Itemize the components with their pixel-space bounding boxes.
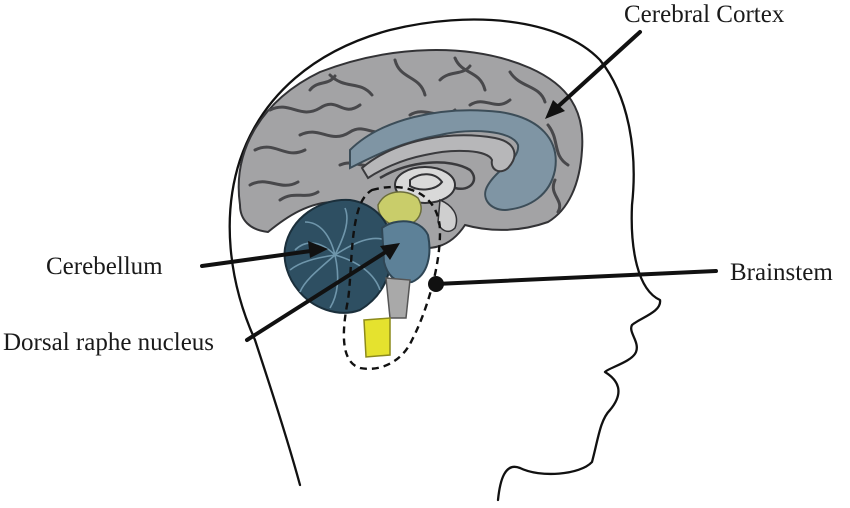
thalamus-detail	[409, 173, 444, 191]
head-outline	[228, 18, 662, 502]
pons-region	[385, 277, 411, 319]
dorsal-raphe-leader-line	[245, 246, 394, 342]
yellow-midline-structure	[377, 191, 422, 227]
label-dorsal-raphe-nucleus: Dorsal raphe nucleus	[3, 329, 214, 356]
medulla-region	[363, 317, 391, 358]
corpus-callosum	[360, 134, 516, 180]
dorsal-raphe-arrowhead	[380, 243, 400, 260]
leader-lines	[200, 30, 718, 342]
brainstem-pointer-dot	[428, 276, 444, 292]
label-brainstem: Brainstem	[730, 259, 833, 286]
cingulate-region	[349, 109, 557, 212]
label-cerebral-cortex: Cerebral Cortex	[624, 1, 785, 28]
cerebellum-leader-line	[200, 248, 320, 268]
midbrain-region	[380, 220, 431, 284]
cerebellum-arrowhead	[308, 241, 328, 258]
cortex-leader-line	[550, 30, 642, 114]
fornix-outline	[379, 161, 476, 191]
brainstem-leader-line	[434, 269, 718, 286]
brainstem-dashed-outline	[342, 185, 442, 371]
cerebellum-folia	[289, 207, 386, 309]
label-cerebellum: Cerebellum	[46, 253, 163, 280]
cortex-arrowhead	[545, 100, 565, 119]
